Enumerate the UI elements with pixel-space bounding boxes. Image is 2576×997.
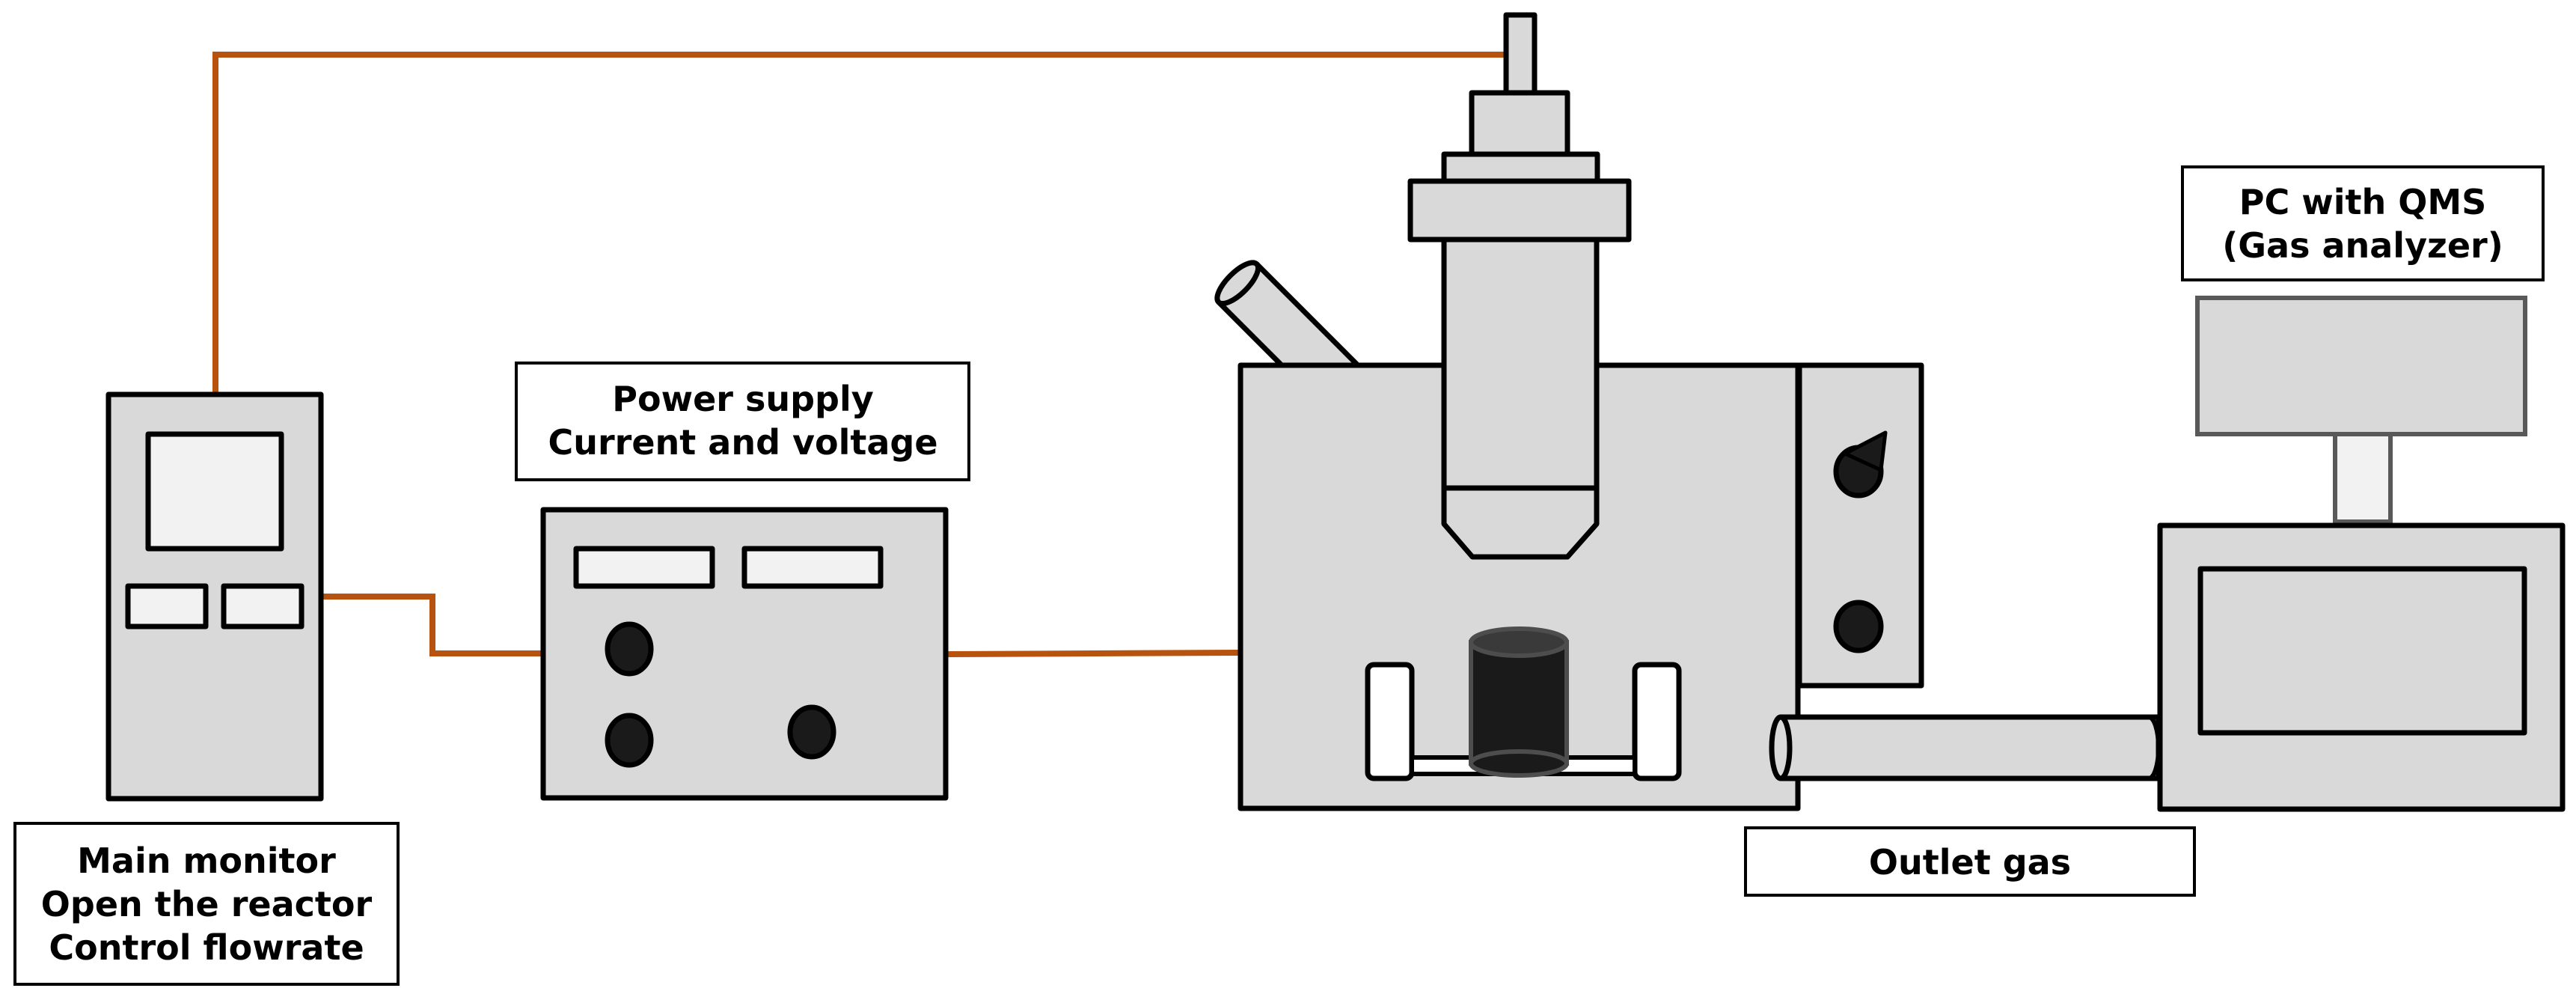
- pc-qms-label-line-2: (Gas analyzer): [2222, 225, 2503, 266]
- electrode-collar: [1441, 151, 1600, 184]
- outlet-pipe-opening: [1769, 714, 1793, 781]
- reactor: [1214, 12, 1924, 811]
- power-supply-display-current: [573, 546, 715, 589]
- outlet-pipe-body: [1778, 714, 2162, 781]
- power-supply-knob-3: [787, 704, 836, 760]
- main-monitor-button-right: [221, 583, 305, 629]
- crucible: [1469, 626, 1569, 778]
- outlet-gas-label-box: [1744, 826, 2196, 897]
- reactor-side-panel-valve-bottom: [1833, 600, 1884, 653]
- main-monitor-device: [105, 391, 324, 802]
- wire-monitor-to-electrode-top: [212, 52, 1508, 395]
- power-supply-label-line-2: Current and voltage: [548, 422, 937, 463]
- stage-support-right: [1632, 662, 1682, 781]
- outlet-gas-label-text: Outlet gas: [1869, 842, 2071, 882]
- wires: [212, 52, 1508, 657]
- reactor-side-panel-valve-pointer: [1843, 430, 1888, 472]
- pc-qms-label-box: [2181, 165, 2545, 281]
- wire-monitor-to-power-supply: [322, 594, 542, 656]
- stage-support-left: [1365, 662, 1415, 781]
- main-monitor-label-line-2: Open the reactor: [41, 884, 373, 924]
- reactor-side-port-opening: [1214, 260, 1261, 307]
- pc-qms-device: [2157, 296, 2566, 812]
- qms-unit-panel: [2197, 566, 2527, 736]
- wire-power-supply-to-reactor: [946, 650, 1241, 657]
- main-monitor-label: Main monitor Open the reactor Control fl…: [13, 822, 400, 986]
- power-supply-knob-2: [605, 713, 654, 768]
- electrode-housing: [1441, 237, 1600, 560]
- main-monitor-label-line-1: Main monitor: [77, 841, 336, 881]
- pc-qms-label-line-1: PC with QMS: [2239, 182, 2487, 222]
- main-monitor-label-box: [13, 822, 400, 986]
- main-monitor-button-left: [125, 583, 209, 629]
- electrode-top-terminal: [1503, 12, 1538, 96]
- power-supply-label: Power supply Current and voltage: [515, 362, 970, 481]
- outlet-gas-pipe: [1769, 714, 2162, 781]
- main-monitor-screen: [145, 431, 284, 552]
- crucible-rim: [1469, 626, 1569, 658]
- main-monitor-label-line-3: Control flowrate: [49, 927, 364, 968]
- outlet-gas-label: Outlet gas: [1744, 826, 2196, 897]
- power-supply-display-voltage: [741, 546, 884, 589]
- pc-monitor-stand: [2333, 432, 2393, 524]
- electrode-flange: [1407, 178, 1632, 243]
- crucible-body: [1469, 640, 1569, 766]
- power-supply-label-line-1: Power supply: [612, 379, 873, 419]
- power-supply-knob-1: [605, 621, 654, 677]
- crucible-bottom: [1469, 749, 1569, 778]
- pc-monitor-screen: [2195, 296, 2527, 436]
- electrode-cap: [1469, 90, 1570, 157]
- pc-qms-label: PC with QMS (Gas analyzer): [2181, 165, 2545, 281]
- power-supply-device: [540, 507, 949, 801]
- power-supply-label-box: [515, 362, 970, 481]
